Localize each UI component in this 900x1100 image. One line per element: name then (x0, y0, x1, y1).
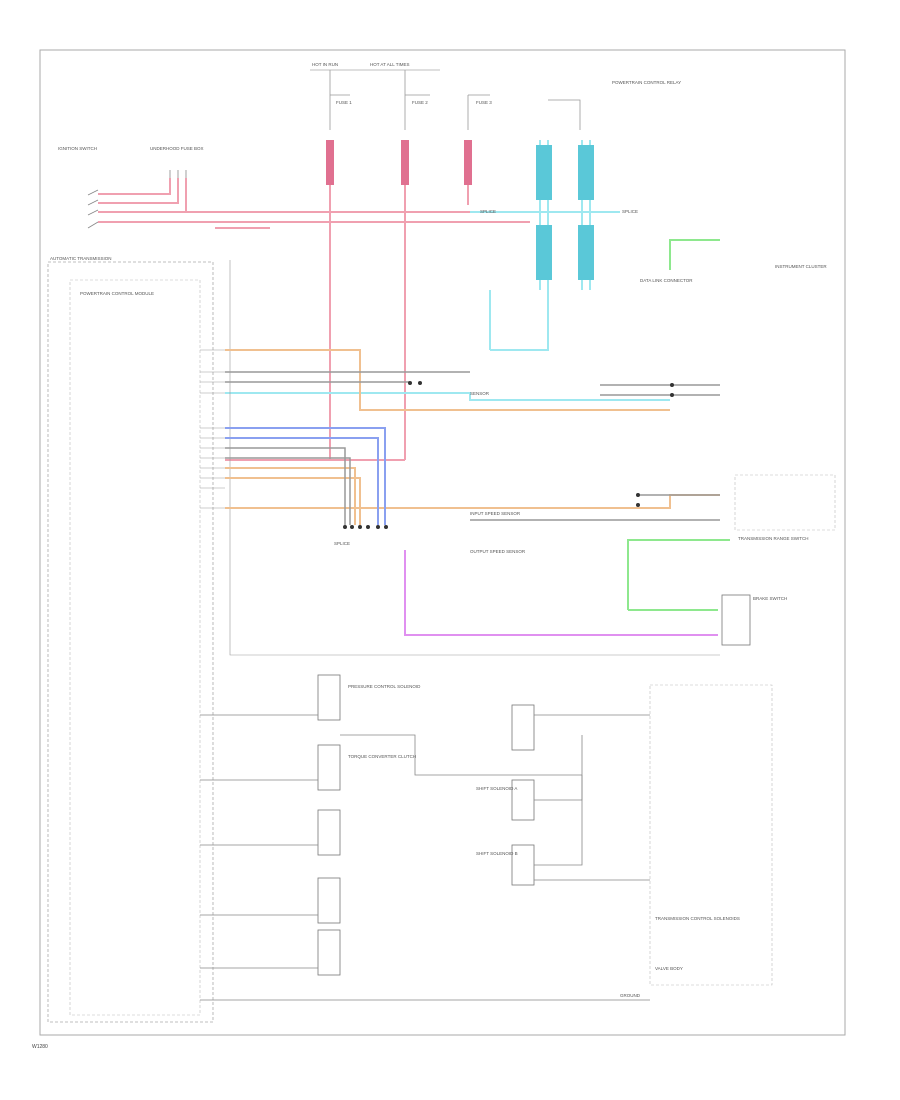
trans-control-label: TRANSMISSION CONTROL SOLENOIDS (655, 916, 740, 921)
shift-a-label: SHIFT SOLENOID A (476, 786, 517, 791)
ignition-switch (87, 170, 187, 229)
pcm-inner-box (69, 279, 201, 1016)
blue-wires (225, 427, 386, 525)
splice-pack-label: SPLICE (334, 541, 350, 546)
brake-switch-box (721, 594, 751, 646)
pcm-label: POWERTRAIN CONTROL MODULE (80, 291, 154, 296)
gray-wires (225, 371, 720, 525)
cyan-wires (225, 140, 670, 401)
valve-body-box (649, 684, 773, 986)
solenoid-wires (200, 714, 650, 1001)
fuse-2-label: FUSE 2 (412, 100, 428, 105)
fuse-3-label: FUSE 3 (476, 100, 492, 105)
output-speed-label: OUTPUT SPEED SENSOR (470, 549, 526, 554)
footer-code: W1280 (32, 1044, 48, 1050)
magenta-wire (404, 550, 718, 636)
valve-body-label: VALVE BODY (655, 966, 683, 971)
top-feeds (310, 69, 581, 130)
fuse-block-label: UNDERHOOD FUSE BOX (150, 146, 204, 151)
hot-always-label: HOT AT ALL TIMES (370, 62, 410, 67)
auto-trans-label: AUTOMATIC TRANSMISSION (50, 256, 112, 261)
input-speed-label: INPUT SPEED SENSOR (470, 511, 521, 516)
solenoid-boxes (317, 674, 535, 976)
trans-range-label: TRANSMISSION RANGE SWITCH (738, 536, 809, 541)
hot-run-label: HOT IN RUN (312, 62, 338, 67)
splice-1-label: SPLICE (480, 209, 496, 214)
data-link-label: DATA LINK CONNECTOR (640, 278, 693, 283)
splice-dots (343, 381, 674, 529)
sensor-label: SENSOR (470, 391, 490, 396)
trans-range-box (734, 474, 836, 531)
red-wires (98, 140, 530, 461)
green-wire (627, 239, 730, 611)
ignition-switch-label: IGNITION SWITCH (58, 146, 97, 151)
cyan-connectors (536, 145, 594, 280)
pressure-control-label: PRESSURE CONTROL SOLENOID (348, 684, 421, 689)
pcm-pins (200, 260, 720, 656)
ground-label: GROUND (620, 993, 641, 998)
brake-switch-label: BRAKE SWITCH (753, 596, 787, 601)
red-connectors (326, 140, 472, 185)
splice-2-label: SPLICE (622, 209, 638, 214)
fuse-1-label: FUSE 1 (336, 100, 352, 105)
relay-label: POWERTRAIN CONTROL RELAY (612, 80, 681, 85)
tcc-label: TORQUE CONVERTER CLUTCH (348, 754, 416, 759)
pcm-box (47, 261, 214, 1023)
instrument-cluster-label: INSTRUMENT CLUSTER (775, 264, 827, 269)
diagram-border (39, 49, 846, 1036)
shift-b-label: SHIFT SOLENOID B (476, 851, 518, 856)
